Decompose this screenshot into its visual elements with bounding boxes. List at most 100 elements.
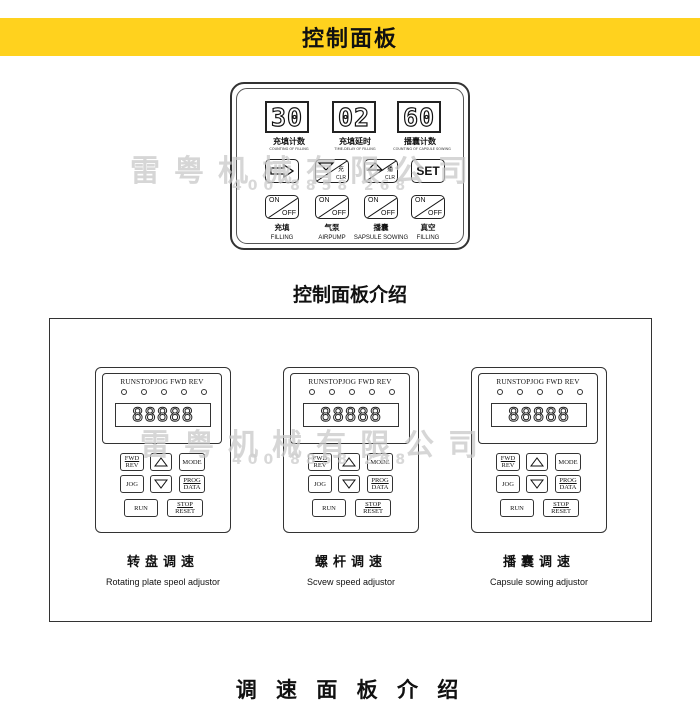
seven-segment-display: 88888 xyxy=(115,403,211,427)
screw-inverter: RUNSTOPJOG FWD REV 88888 FWD REV MODE JO… xyxy=(283,367,419,533)
led-fwd xyxy=(557,389,563,395)
led-stop xyxy=(141,389,147,395)
sowing-switch-label: 播囊 xyxy=(373,223,389,232)
switch-on-label: ON xyxy=(269,197,280,204)
vacuum-switch-label: 真空 xyxy=(420,223,436,232)
mode-label: MODE xyxy=(370,458,390,466)
switch-off-label: OFF xyxy=(381,210,395,217)
down-key[interactable] xyxy=(526,475,548,493)
fwd-rev-key[interactable]: FWD REV xyxy=(496,453,520,471)
data-label: DATA xyxy=(183,484,201,491)
filling-delay-display: 02 xyxy=(332,101,376,133)
vacuum-switch-en: FILLING xyxy=(416,235,440,241)
triangle-up-icon xyxy=(154,457,168,467)
sow-up-clear-button[interactable]: 播 CLR xyxy=(364,159,398,183)
down-key[interactable] xyxy=(338,475,360,493)
stop-label: STOP xyxy=(553,501,569,508)
triangle-up-icon xyxy=(530,457,544,467)
control-panel: 30 02 60 充填计数 充填延时 播囊计数 COUNTING OF FILL… xyxy=(230,82,470,250)
led-fwd xyxy=(181,389,187,395)
run-key[interactable]: RUN xyxy=(124,499,158,517)
switch-off-label: OFF xyxy=(282,210,296,217)
fill-key-mark: 充 xyxy=(337,166,344,173)
switch-off-label: OFF xyxy=(428,210,442,217)
filling-count-sub: COUNTING OF FILLING xyxy=(269,147,309,151)
down-key[interactable] xyxy=(150,475,172,493)
banner-title: 控制面板 xyxy=(301,27,398,52)
mode-key[interactable]: MODE xyxy=(179,453,205,471)
watermark-phone: 400 8858 268 xyxy=(232,452,412,468)
fwd-label: FWD xyxy=(312,455,328,462)
switch-on-label: ON xyxy=(319,197,330,204)
prog-label: PROG xyxy=(559,477,577,484)
control-panel-intro-heading: 控制面板介绍 xyxy=(292,284,407,306)
fill-down-clear-button[interactable]: 充 CLR xyxy=(315,159,349,183)
fwd-label: FWD xyxy=(500,455,516,462)
jog-key[interactable]: JOG xyxy=(308,475,332,493)
mode-key[interactable]: MODE xyxy=(367,453,393,471)
jog-key[interactable]: JOG xyxy=(120,475,144,493)
seven-segment-display: 88888 xyxy=(303,403,399,427)
rotating-plate-inverter: RUNSTOPJOG FWD REV 88888 FWD REV MODE JO… xyxy=(95,367,231,533)
jog-key[interactable]: JOG xyxy=(496,475,520,493)
data-label: DATA xyxy=(559,484,577,491)
rotating-plate-title: 转盘调速 xyxy=(126,555,199,570)
up-key[interactable] xyxy=(526,453,548,471)
filling-delay-label: 充填延时 xyxy=(339,137,371,146)
stop-reset-key[interactable]: STOP RESET xyxy=(355,499,391,517)
data-label: DATA xyxy=(371,484,389,491)
switch-off-label: OFF xyxy=(332,210,346,217)
fwd-rev-key[interactable]: FWD REV xyxy=(120,453,144,471)
set-button[interactable]: SET xyxy=(411,159,445,183)
mode-key[interactable]: MODE xyxy=(555,453,581,471)
fwd-rev-key[interactable]: FWD REV xyxy=(308,453,332,471)
filling-onoff-switch[interactable]: ON OFF xyxy=(265,195,299,219)
reset-label: RESET xyxy=(175,508,195,515)
vacuum-onoff-switch[interactable]: ON OFF xyxy=(411,195,445,219)
run-key[interactable]: RUN xyxy=(500,499,534,517)
prog-data-key[interactable]: PROG DATA xyxy=(367,475,393,493)
stop-label: STOP xyxy=(177,501,193,508)
led-jog xyxy=(349,389,355,395)
led-rev xyxy=(577,389,583,395)
run-key[interactable]: RUN xyxy=(312,499,346,517)
capsule-sowing-subtitle: Capsule sowing adjustor xyxy=(489,577,589,587)
airpump-onoff-switch[interactable]: ON OFF xyxy=(315,195,349,219)
prog-label: PROG xyxy=(371,477,389,484)
seven-segment-display: 88888 xyxy=(491,403,587,427)
fill-key-clr: CLR xyxy=(335,175,346,181)
indicator-labels: RUNSTOPJOG FWD REV xyxy=(496,378,580,386)
switch-on-label: ON xyxy=(415,197,426,204)
capsule-sowing-inverter: RUNSTOPJOG FWD REV 88888 FWD REV MODE JO… xyxy=(471,367,607,533)
stop-reset-key[interactable]: STOP RESET xyxy=(167,499,203,517)
stop-label: STOP xyxy=(365,501,381,508)
indicator-leds xyxy=(309,389,395,395)
prog-data-key[interactable]: PROG DATA xyxy=(179,475,205,493)
prog-data-key[interactable]: PROG DATA xyxy=(555,475,581,493)
speed-panels-frame: RUNSTOPJOG FWD REV 88888 FWD REV MODE JO… xyxy=(49,318,652,622)
control-panel-inner: 30 02 60 充填计数 充填延时 播囊计数 COUNTING OF FILL… xyxy=(236,88,464,244)
capsule-count-display: 60 xyxy=(397,101,441,133)
run-label: RUN xyxy=(134,504,148,512)
sow-key-mark: 播 xyxy=(386,166,393,173)
diagonal-divider-icon xyxy=(413,197,444,218)
capsule-count-label: 播囊计数 xyxy=(404,137,436,146)
triangle-down-icon xyxy=(342,479,356,489)
diagonal-divider-icon xyxy=(366,197,397,218)
stop-reset-key[interactable]: STOP RESET xyxy=(543,499,579,517)
arrow-right-icon xyxy=(270,164,295,178)
led-jog xyxy=(161,389,167,395)
led-rev xyxy=(201,389,207,395)
indicator-area: RUNSTOPJOG FWD REV 88888 xyxy=(290,373,410,444)
arrow-right-button[interactable] xyxy=(265,159,299,183)
header-banner: 控制面板 xyxy=(0,18,700,56)
rotating-plate-subtitle: Rotating plate speol adjustor xyxy=(105,577,221,587)
watermark-text: 雷粤机械有限公司 xyxy=(140,428,492,463)
up-key[interactable] xyxy=(150,453,172,471)
up-key[interactable] xyxy=(338,453,360,471)
indicator-area: RUNSTOPJOG FWD REV 88888 xyxy=(102,373,222,444)
triangle-down-icon xyxy=(316,160,348,182)
led-run xyxy=(497,389,503,395)
capsule-sowing-onoff-switch[interactable]: ON OFF xyxy=(364,195,398,219)
capsule-sowing-title: 播囊调速 xyxy=(502,555,575,570)
